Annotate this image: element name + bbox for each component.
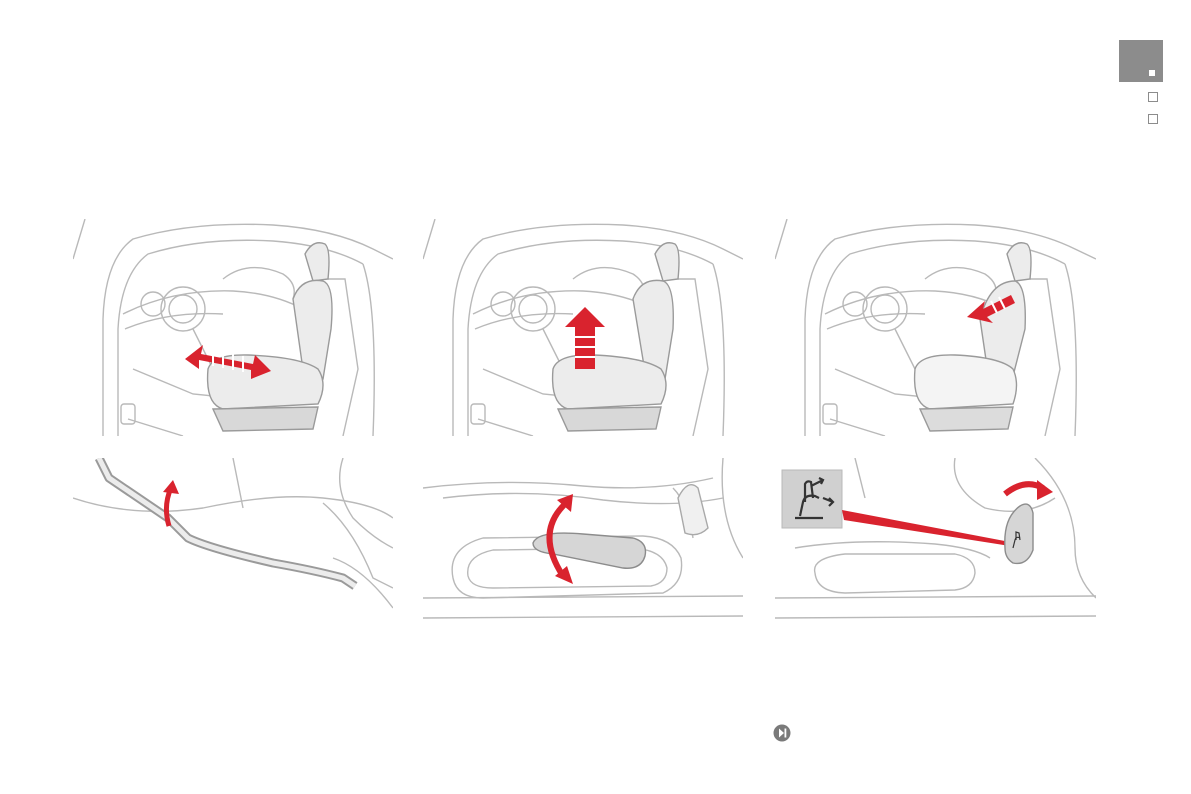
illustration-front-bar-control: [73, 458, 393, 630]
page-marker-2[interactable]: [1148, 114, 1158, 124]
next-page-icon[interactable]: [773, 724, 791, 742]
illustration-seat-fore-aft: [73, 219, 393, 436]
rotation-arrow-icon: [1005, 480, 1053, 500]
illustration-seatback-angle: [775, 219, 1096, 436]
page-marker-1[interactable]: [1148, 92, 1158, 102]
chapter-tab-indicator: [1149, 70, 1155, 76]
illustration-seat-height: [423, 219, 743, 436]
chapter-tab[interactable]: [1119, 40, 1163, 82]
illustration-height-lever-control: [423, 458, 743, 630]
illustration-seatback-knob-control: [775, 458, 1096, 630]
